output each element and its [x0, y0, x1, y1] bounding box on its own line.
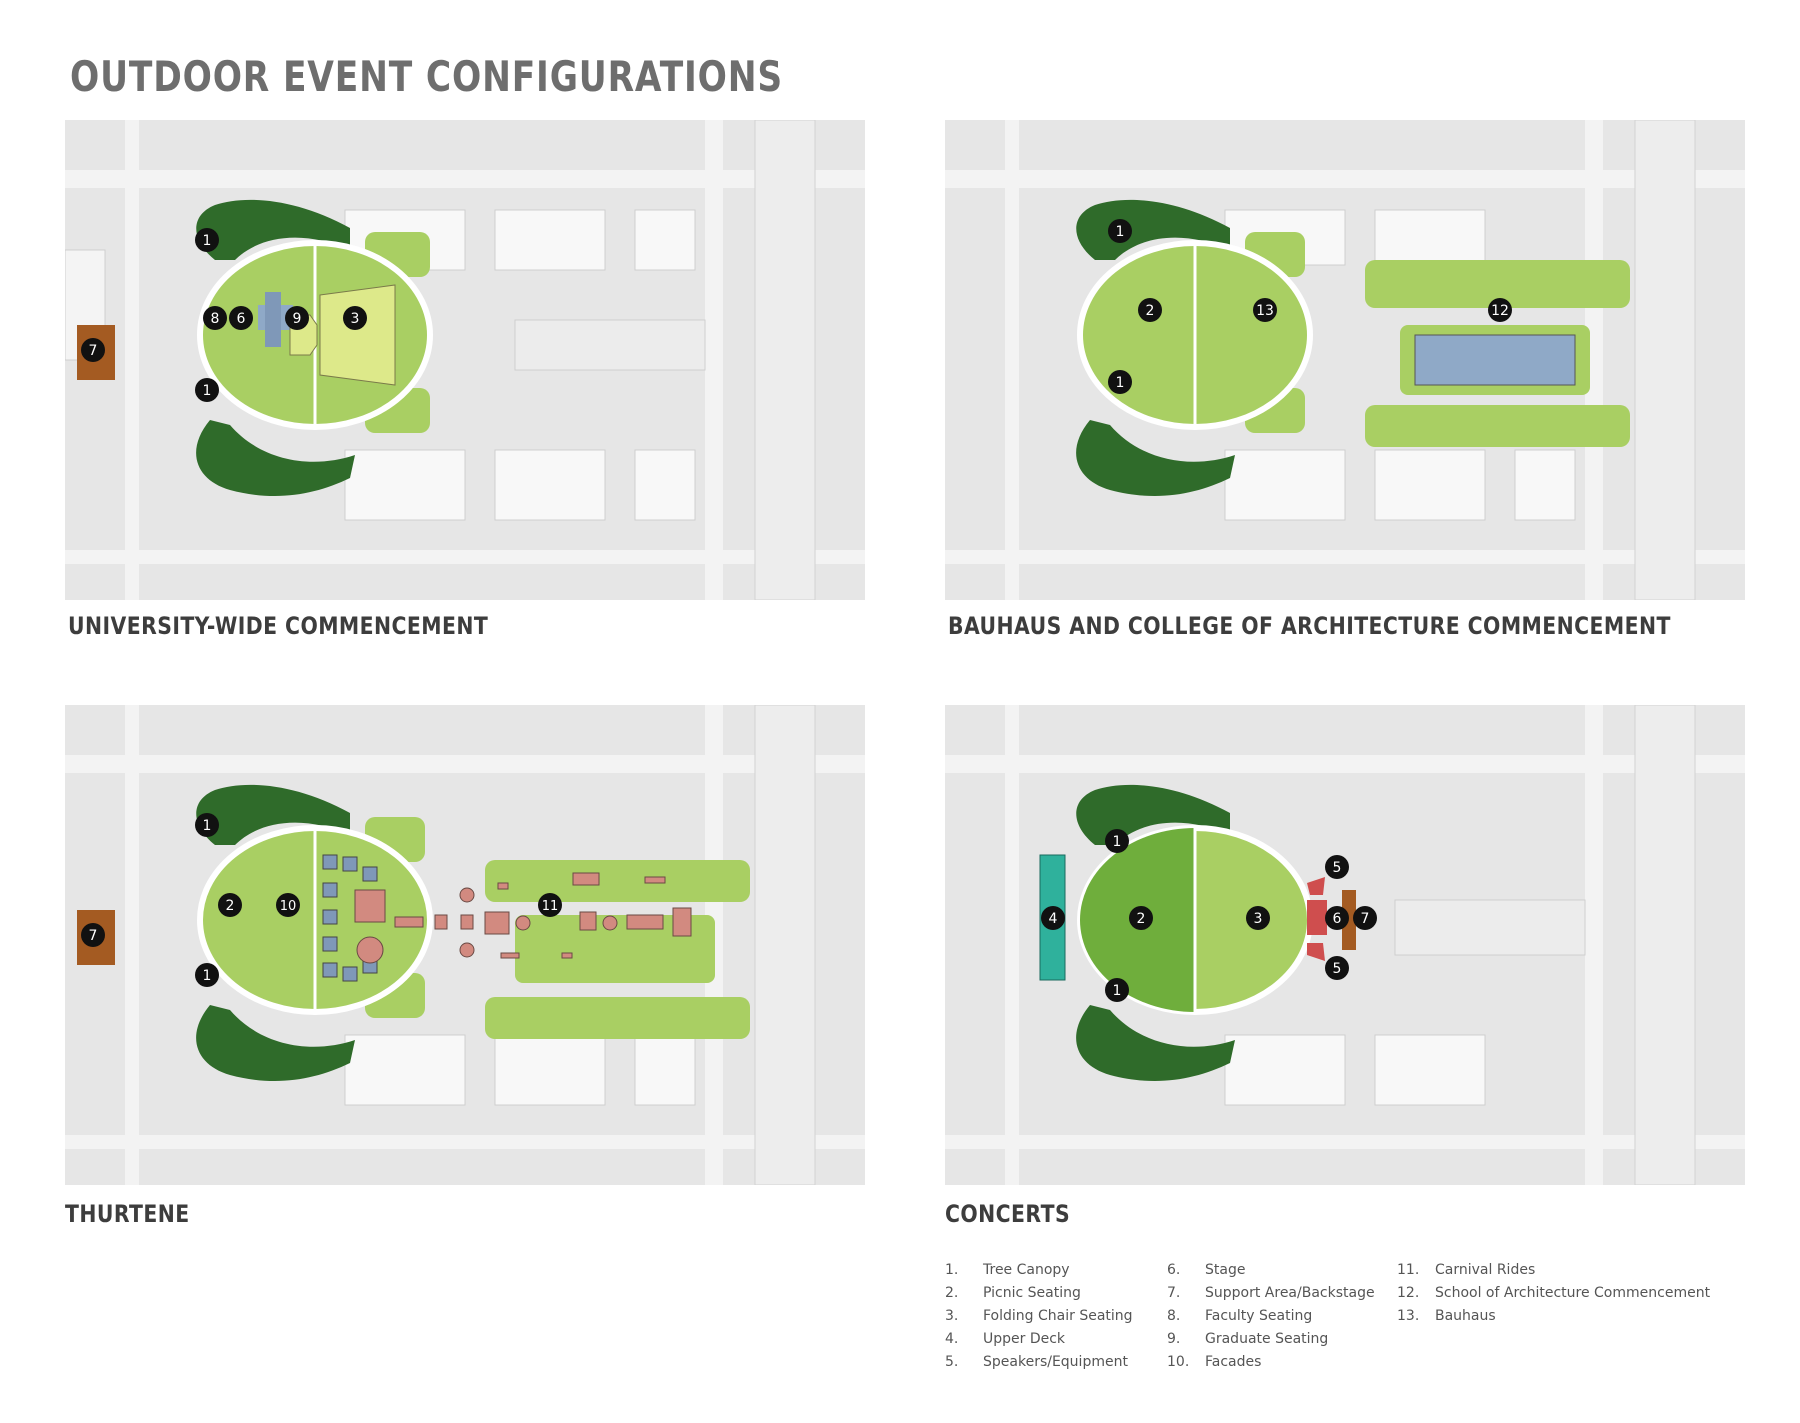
badge-speakers-top: 5 [1325, 855, 1349, 879]
badge-picnic-seating: 2 [218, 893, 242, 917]
badge-tree-canopy-top: 1 [1105, 829, 1129, 853]
map-thurtene: 1 1 2 10 11 7 [65, 705, 865, 1185]
legend-item: 7.Support Area/Backstage [1167, 1285, 1375, 1301]
school-of-architecture-area [1414, 334, 1576, 386]
badge-graduate-seating: 9 [285, 306, 309, 330]
svg-text:7: 7 [89, 343, 98, 359]
svg-text:2: 2 [1137, 911, 1146, 927]
svg-text:12: 12 [1491, 303, 1509, 319]
legend-item: 6.Stage [1167, 1262, 1246, 1278]
badge-picnic-seating: 2 [1138, 298, 1162, 322]
stage [1307, 900, 1327, 935]
badge-tree-canopy-bottom: 1 [195, 963, 219, 987]
svg-text:6: 6 [237, 311, 246, 327]
legend-item: 5.Speakers/Equipment [945, 1354, 1128, 1370]
badge-tree-canopy-top: 1 [1108, 219, 1132, 243]
map-bauhaus-commencement: 1 1 2 13 12 [945, 120, 1745, 600]
carnival-rides [354, 872, 692, 964]
svg-text:1: 1 [203, 818, 212, 834]
legend-column-1: 1.Tree Canopy 2.Picnic Seating 3.Folding… [945, 1262, 1133, 1377]
badge-support-area: 7 [81, 338, 105, 362]
badge-support-area: 7 [1353, 906, 1377, 930]
faculty-seating-stem [265, 292, 281, 347]
badge-picnic-seating: 2 [1129, 906, 1153, 930]
legend-item: 10.Facades [1167, 1354, 1262, 1370]
badge-folding-chair-seating: 3 [1246, 906, 1270, 930]
speakers-bottom [1307, 943, 1325, 961]
legend: 1.Tree Canopy 2.Picnic Seating 3.Folding… [945, 1262, 1710, 1382]
badge-tree-canopy-top: 1 [195, 813, 219, 837]
map-base [65, 120, 865, 600]
map-base [945, 120, 1745, 600]
legend-item: 13.Bauhaus [1397, 1308, 1496, 1324]
graduate-seating [319, 284, 396, 386]
legend-item: 3.Folding Chair Seating [945, 1308, 1133, 1324]
svg-text:11: 11 [542, 899, 559, 914]
badge-school-of-architecture: 12 [1488, 298, 1512, 322]
badge-folding-chair-seating: 3 [343, 306, 367, 330]
svg-text:3: 3 [351, 311, 360, 327]
caption-concerts: CONCERTS [945, 1200, 1071, 1228]
speakers-top [1307, 877, 1325, 895]
legend-item: 2.Picnic Seating [945, 1285, 1081, 1301]
svg-text:4: 4 [1049, 911, 1058, 927]
legend-item: 12.School of Architecture Commencement [1397, 1285, 1711, 1301]
caption-thurtene: THURTENE [65, 1200, 190, 1228]
badge-speakers-bottom: 5 [1325, 956, 1349, 980]
tree-canopy [196, 199, 355, 497]
svg-text:1: 1 [1116, 375, 1125, 391]
svg-text:1: 1 [203, 233, 212, 249]
svg-text:3: 3 [1254, 911, 1263, 927]
svg-text:5: 5 [1333, 860, 1342, 876]
badge-facades: 10 [276, 893, 300, 917]
svg-text:1: 1 [1113, 983, 1122, 999]
badge-support-area: 7 [81, 923, 105, 947]
svg-text:1: 1 [1113, 834, 1122, 850]
tree-canopy [196, 784, 355, 1082]
svg-text:8: 8 [211, 311, 220, 327]
map-concerts: 1 1 4 2 3 5 5 6 7 [945, 705, 1745, 1185]
map-university-commencement: 1 1 8 6 9 3 7 [65, 120, 865, 600]
legend-item: 8.Faculty Seating [1167, 1308, 1313, 1324]
badge-tree-canopy-bottom: 1 [1108, 370, 1132, 394]
badge-carnival-rides: 11 [538, 893, 562, 917]
svg-text:10: 10 [280, 899, 297, 914]
legend-column-3: 11.Carnival Rides 12.School of Architect… [1397, 1262, 1710, 1331]
badge-upper-deck: 4 [1041, 906, 1065, 930]
svg-text:7: 7 [1361, 911, 1370, 927]
badge-tree-canopy-bottom: 1 [195, 378, 219, 402]
support-area [1342, 890, 1356, 950]
legend-column-2: 6.Stage 7.Support Area/Backstage 8.Facul… [1167, 1262, 1375, 1377]
caption-university-commencement: UNIVERSITY-WIDE COMMENCEMENT [68, 612, 489, 640]
svg-text:6: 6 [1333, 911, 1342, 927]
tree-canopy [1076, 199, 1235, 497]
legend-item: 1.Tree Canopy [945, 1262, 1070, 1278]
badge-faculty-seating: 8 [203, 306, 227, 330]
legend-item: 4.Upper Deck [945, 1331, 1066, 1347]
svg-text:5: 5 [1333, 961, 1342, 977]
svg-text:1: 1 [203, 383, 212, 399]
svg-text:7: 7 [89, 928, 98, 944]
badge-stage: 6 [229, 306, 253, 330]
svg-text:9: 9 [293, 311, 302, 327]
caption-bauhaus-commencement: BAUHAUS AND COLLEGE OF ARCHITECTURE COMM… [948, 612, 1671, 640]
svg-text:2: 2 [226, 898, 235, 914]
badge-stage: 6 [1325, 906, 1349, 930]
badge-tree-canopy-top: 1 [195, 228, 219, 252]
svg-text:2: 2 [1146, 303, 1155, 319]
legend-item: 11.Carnival Rides [1397, 1262, 1536, 1278]
svg-text:1: 1 [203, 968, 212, 984]
badge-bauhaus: 13 [1253, 298, 1277, 322]
svg-text:13: 13 [1256, 303, 1274, 319]
svg-text:1: 1 [1116, 224, 1125, 240]
badge-tree-canopy-bottom: 1 [1105, 978, 1129, 1002]
page-title: OUTDOOR EVENT CONFIGURATIONS [70, 52, 784, 101]
legend-item: 9.Graduate Seating [1167, 1331, 1329, 1347]
